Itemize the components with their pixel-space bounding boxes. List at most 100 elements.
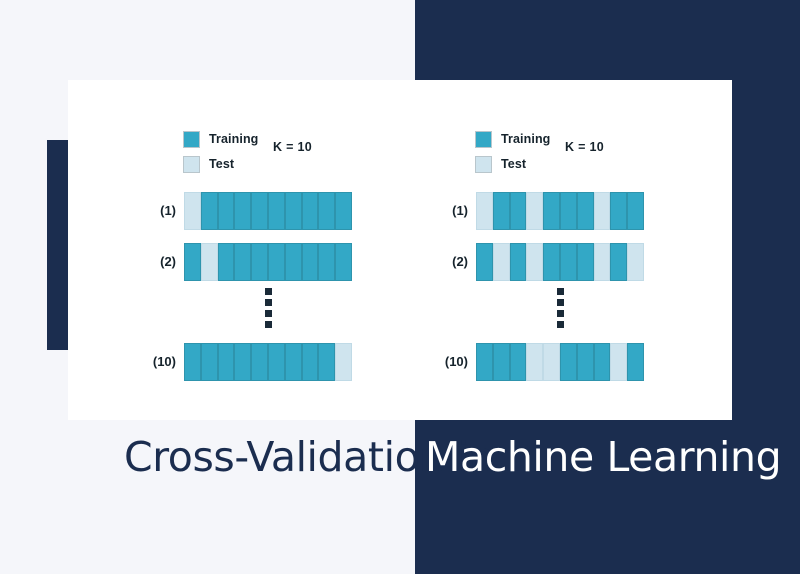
training-swatch-icon <box>475 130 492 148</box>
fold-cell-train <box>593 343 611 381</box>
fold-cell-train <box>576 192 594 230</box>
fold-bar-left-10 <box>184 343 352 381</box>
diagram-card: Training Test K = 10 (1) (2) (10) Traini… <box>68 80 732 420</box>
legend-row-training: Training <box>183 128 258 150</box>
fold-cell-train <box>543 192 560 230</box>
fold-cell-train <box>610 192 628 230</box>
fold-cell-train <box>251 343 268 381</box>
fold-cell-train <box>184 243 201 281</box>
fold-cell-test <box>476 192 493 230</box>
fold-cell-train <box>476 343 493 381</box>
fold-cell-train <box>476 243 493 281</box>
fold-cell-train <box>576 243 594 281</box>
fold-cell-train <box>301 343 319 381</box>
fold-cell-test <box>593 192 611 230</box>
fold-bar-left-2 <box>184 243 352 281</box>
fold-cell-train <box>492 192 510 230</box>
fold-cell-test <box>543 343 560 381</box>
fold-cell-train <box>576 343 594 381</box>
panel-random-subsampling: Training Test K = 10 (1) (2) (10) <box>360 80 692 420</box>
fold-cell-train <box>217 243 235 281</box>
fold-cell-train <box>627 192 644 230</box>
fold-cell-train <box>559 343 577 381</box>
fold-cell-train <box>509 343 527 381</box>
fold-cell-train <box>284 343 302 381</box>
fold-cell-test <box>200 243 218 281</box>
test-swatch-icon <box>475 155 492 173</box>
fold-cell-train <box>200 343 218 381</box>
legend-row-test-right: Test <box>475 153 550 175</box>
ellipsis-dot <box>557 299 564 306</box>
fold-cell-train <box>267 243 285 281</box>
fold-cell-train <box>184 343 201 381</box>
ellipsis-dot <box>265 299 272 306</box>
fold-cell-train <box>284 243 302 281</box>
fold-cell-train <box>200 192 218 230</box>
ellipsis-dot <box>557 321 564 328</box>
legend-random: Training Test <box>475 128 550 178</box>
fold-cell-train <box>318 343 336 381</box>
fold-cell-test <box>593 243 611 281</box>
fold-cell-train <box>251 192 268 230</box>
fold-cell-train <box>335 243 352 281</box>
fold-cell-test <box>610 343 628 381</box>
fold-cell-train <box>509 243 527 281</box>
ellipsis-dot <box>265 321 272 328</box>
fold-bar-right-10 <box>476 343 644 381</box>
legend-label-test-right: Test <box>501 157 527 171</box>
fold-cell-test <box>335 343 352 381</box>
legend-label-test: Test <box>209 157 235 171</box>
row-label-left-10: (10) <box>152 354 176 369</box>
legend-label-training: Training <box>209 132 259 146</box>
fold-cell-test <box>526 343 544 381</box>
vertical-ellipsis-right <box>557 288 564 328</box>
fold-cell-train <box>318 243 336 281</box>
fold-cell-test <box>526 192 544 230</box>
training-swatch-icon <box>183 130 200 148</box>
fold-cell-train <box>492 343 510 381</box>
fold-cell-train <box>284 192 302 230</box>
k-value-label-left: K = 10 <box>273 140 312 154</box>
vertical-ellipsis-left <box>265 288 272 328</box>
legend-label-training-right: Training <box>501 132 551 146</box>
fold-cell-train <box>267 192 285 230</box>
ellipsis-dot <box>265 288 272 295</box>
legend-k-fold: Training Test <box>183 128 258 178</box>
fold-bar-right-1 <box>476 192 644 230</box>
fold-cell-train <box>509 192 527 230</box>
fold-cell-test <box>492 243 510 281</box>
row-label-right-1: (1) <box>452 203 468 218</box>
legend-row-training-right: Training <box>475 128 550 150</box>
fold-cell-train <box>251 243 268 281</box>
row-label-right-2: (2) <box>452 254 468 269</box>
fold-cell-train <box>234 192 252 230</box>
row-label-left-2: (2) <box>160 254 176 269</box>
fold-cell-test <box>526 243 544 281</box>
fold-cell-train <box>267 343 285 381</box>
fold-cell-train <box>234 243 252 281</box>
fold-cell-train <box>610 243 628 281</box>
fold-cell-train <box>217 343 235 381</box>
row-label-right-10: (10) <box>444 354 468 369</box>
fold-cell-train <box>335 192 352 230</box>
ellipsis-dot <box>557 310 564 317</box>
fold-cell-train <box>217 192 235 230</box>
fold-cell-test <box>184 192 201 230</box>
ellipsis-dot <box>265 310 272 317</box>
fold-cell-train <box>301 243 319 281</box>
fold-cell-train <box>543 243 560 281</box>
fold-cell-test <box>627 243 644 281</box>
ellipsis-dot <box>557 288 564 295</box>
fold-bar-left-1 <box>184 192 352 230</box>
panel-k-fold: Training Test K = 10 (1) (2) (10) <box>68 80 400 420</box>
fold-cell-train <box>234 343 252 381</box>
fold-cell-train <box>559 192 577 230</box>
fold-cell-train <box>318 192 336 230</box>
test-swatch-icon <box>183 155 200 173</box>
legend-row-test: Test <box>183 153 258 175</box>
fold-cell-train <box>559 243 577 281</box>
fold-cell-train <box>301 192 319 230</box>
k-value-label-right: K = 10 <box>565 140 604 154</box>
row-label-left-1: (1) <box>160 203 176 218</box>
fold-cell-train <box>627 343 644 381</box>
